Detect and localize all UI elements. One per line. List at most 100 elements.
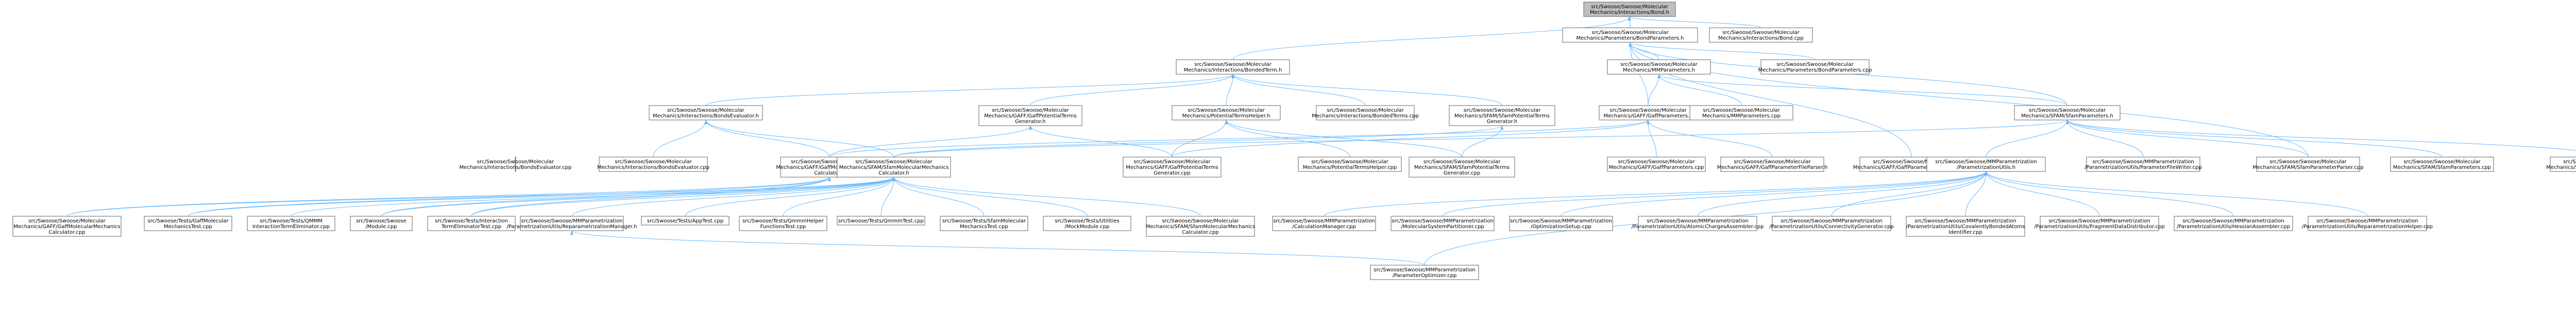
file-node[interactable]: src/Swoose/Tests/QMMMInteractionTermElim… (247, 216, 335, 231)
file-node-box (1043, 216, 1131, 231)
file-node-label: src/Swoose/Swoose/MMParametrization (2182, 218, 2284, 224)
file-node[interactable]: src/Swoose/Swoose/MMParametrization/Para… (2302, 216, 2433, 231)
file-node-box (2256, 157, 2360, 172)
file-node[interactable]: src/Swoose/Swoose/MolecularMechanics/Int… (1176, 59, 1290, 75)
edge-arrowhead (1657, 74, 1660, 78)
file-node[interactable]: src/Swoose/Tests/SfamMolecularMechanicsT… (940, 216, 1028, 231)
file-node-label: Mechanics/PotentialTermsHelper.h (1182, 113, 1270, 119)
file-node[interactable]: src/Swoose/Swoose/MolecularMechanics/SFA… (1146, 216, 1256, 237)
file-node-box (2390, 157, 2494, 172)
file-node-label: Mechanics/Interactions/BondsEvaluator.h (653, 113, 759, 119)
dependency-edge (1986, 119, 2067, 158)
file-node[interactable]: src/Swoose/Swoose/MolecularMechanics/SFA… (1449, 105, 1555, 126)
file-node[interactable]: src/Swoose/Swoose/MolecularMechanics/MMP… (1689, 105, 1793, 120)
file-node-box (1172, 105, 1281, 120)
file-node[interactable]: src/Swoose/Tests/GaffMolecularMechanicsT… (144, 216, 232, 231)
file-node[interactable]: src/Swoose/Swoose/MMParametrization/Mole… (1391, 216, 1495, 231)
file-node-label: src/Swoose/Swoose/Molecular (1311, 159, 1388, 165)
file-node-label: src/Swoose/Swoose/Molecular (1609, 108, 1687, 113)
file-node[interactable]: src/Swoose/Swoose/MolecularMechanics/MMP… (1607, 59, 1711, 75)
file-node-label: /MolecularSystemPartitioner.cpp (1401, 224, 1484, 230)
edge-arrowhead (1029, 126, 1032, 130)
file-node-label: src/Swoose/Tests/QMMM (260, 218, 323, 224)
file-node[interactable]: src/Swoose/Swoose/MolecularMechanics/Int… (1709, 27, 1813, 43)
dependency-edge (66, 177, 830, 217)
file-node-box (1583, 2, 1676, 17)
edge-arrowhead (570, 231, 573, 235)
file-node[interactable]: src/Swoose/Swoose/MolecularMechanics/GAF… (1607, 157, 1706, 172)
dependency-edge (783, 177, 894, 217)
file-node-label: Identifier.cpp (1948, 230, 1982, 235)
file-node-label: src/Swoose/Swoose/Molecular (667, 108, 744, 113)
file-node[interactable]: src/Swoose/Swoose/MolecularMechanics/SFA… (2252, 157, 2364, 172)
file-node[interactable]: src/Swoose/Swoose/MolecularMechanics/GAF… (1123, 157, 1222, 178)
file-node[interactable]: src/Swoose/Swoose/MMParametrization/Para… (507, 216, 637, 231)
file-node[interactable]: src/Swoose/Swoose/MolecularMechanics/SFA… (1409, 157, 1515, 178)
dependency-edge (1226, 119, 1350, 158)
file-node[interactable]: src/Swoose/Swoose/MMParametrization/Opti… (1509, 216, 1613, 231)
file-node-label: src/Swoose/Swoose/MMParametrization (1781, 218, 1882, 224)
file-node[interactable]: src/Swoose/Swoose/MolecularMechanics/GAF… (978, 105, 1082, 126)
dependency-edge (1697, 171, 1987, 217)
file-node[interactable]: src/Swoose/Swoose/MolecularMechanics/GAF… (1599, 105, 1698, 120)
file-node-label: src/Swoose/Tests/Utilities (1055, 218, 1119, 224)
file-node[interactable]: src/Swoose/Swoose/Module.cpp (350, 216, 413, 231)
file-node[interactable]: src/Swoose/Tests/InteractionTermEliminat… (427, 216, 516, 231)
file-node-box (1298, 157, 1402, 172)
file-node[interactable]: src/Swoose/Swoose/MolecularMechanics/GAF… (1717, 157, 1828, 172)
file-node-label: Mechanics/MMParameters.h (1623, 67, 1695, 73)
file-node-label: src/Swoose/Swoose/MMParametrization (2316, 218, 2418, 224)
file-node[interactable]: src/Swoose/Swoose/MMParametrization/Para… (2174, 216, 2293, 231)
file-node[interactable]: src/Swoose/Swoose/MMParametrization/Para… (1926, 157, 2046, 172)
file-node[interactable]: src/Swoose/Tests/QmmmHelperFunctionsTest… (739, 216, 827, 231)
file-node[interactable]: src/Swoose/Swoose/MolecularMechanics/Par… (1562, 27, 1698, 43)
file-node-box (515, 157, 516, 172)
file-node[interactable]: src/Swoose/Swoose/MolecularMechanics/Pot… (1298, 157, 1402, 172)
dependency-edge (829, 119, 1649, 158)
file-node-box (1316, 105, 1415, 120)
file-node-label: /ParameterOptimizer.cpp (1393, 273, 1457, 279)
file-node-label: Mechanics/SFAM/SfamParameters.h (2021, 113, 2113, 119)
file-node-label: src/Swoose/Tests/QmmmHelper (742, 218, 824, 224)
file-node[interactable]: src/Swoose/Swoose/MolecularMechanics/Int… (1583, 2, 1676, 17)
file-node[interactable]: src/Swoose/Swoose/MolecularMechanics/SFA… (2014, 105, 2121, 120)
file-node-label: Calculator.h (814, 170, 844, 176)
file-node[interactable]: src/Swoose/Swoose/MolecularMechanics/SFA… (2546, 157, 2576, 172)
file-node[interactable]: src/Swoose/Swoose/MMParametrization/Para… (1632, 216, 1764, 231)
file-node[interactable]: src/Swoose/Swoose/MolecularMechanics/Pot… (1172, 105, 1281, 120)
file-node-box (940, 216, 1028, 231)
file-node[interactable]: src/Swoose/Swoose/MMParametrization/Para… (1906, 216, 2025, 237)
file-node-label: Mechanics/PotentialTermsHelper.cpp (1303, 165, 1397, 170)
file-node[interactable]: src/Swoose/Swoose/MMParametrization/Para… (2084, 157, 2202, 172)
file-node[interactable]: src/Swoose/Swoose/MolecularMechanics/Par… (1758, 59, 1872, 75)
file-node-label: src/Swoose/Swoose/MMParametrization (1273, 218, 1375, 224)
file-node-label: src/Swoose/Swoose/MMParametrization (2048, 218, 2150, 224)
file-node[interactable]: src/Swoose/Swoose/MolecularMechanics/SFA… (2390, 157, 2494, 172)
file-node[interactable]: src/Swoose/Tests/QmmmTest.cpp (837, 216, 925, 226)
file-node[interactable]: src/Swoose/Swoose/MMParametrization/Para… (1370, 265, 1479, 280)
file-node[interactable]: src/Swoose/Swoose/MolecularMechanics/Int… (649, 105, 763, 120)
file-node-label: Mechanics/Interactions/BondedTerm.h (1184, 67, 1282, 73)
file-node-box (1509, 216, 1613, 231)
dependency-edge (1172, 119, 1649, 158)
file-node[interactable]: src/Swoose/Swoose/MMParametrization/Para… (2034, 216, 2165, 231)
dependency-edge (1232, 74, 1366, 106)
file-node[interactable]: src/Swoose/Tests/AppTest.cpp (641, 216, 730, 226)
file-node-label: Mechanics/Interactions/Bond.h (1590, 10, 1669, 15)
dependency-edge (893, 177, 1201, 217)
file-node[interactable]: src/Swoose/Swoose/MMParametrization/Para… (1769, 216, 1894, 231)
file-node[interactable]: src/Swoose/Swoose/MMParametrization/Calc… (1272, 216, 1376, 231)
dependency-edge (1462, 125, 1502, 158)
dependency-edge (2067, 119, 2443, 158)
file-node[interactable]: src/Swoose/Swoose/MolecularMechanics/SFA… (837, 157, 951, 178)
file-node[interactable]: src/Swoose/Swoose/MolecularMechanics/Int… (460, 157, 572, 172)
edge-arrowhead (1985, 171, 1988, 176)
file-node-label: /ParametrizationUtils/HessianAssembler.c… (2177, 224, 2290, 230)
file-node[interactable]: src/Swoose/Swoose/MolecularMechanics/Int… (597, 157, 709, 172)
file-node-label: Mechanics/MMParameters.cpp (1702, 113, 1781, 119)
file-node[interactable]: src/Swoose/Swoose/MolecularMechanics/Int… (1312, 105, 1419, 120)
file-node[interactable]: src/Swoose/Tests/Utilities/MockModule.cp… (1043, 216, 1131, 231)
file-node-box (1772, 216, 1891, 231)
file-node[interactable]: src/Swoose/Swoose/MolecularMechanics/GAF… (12, 216, 122, 237)
file-node-label: src/Swoose/Swoose/Molecular (1618, 159, 1695, 165)
